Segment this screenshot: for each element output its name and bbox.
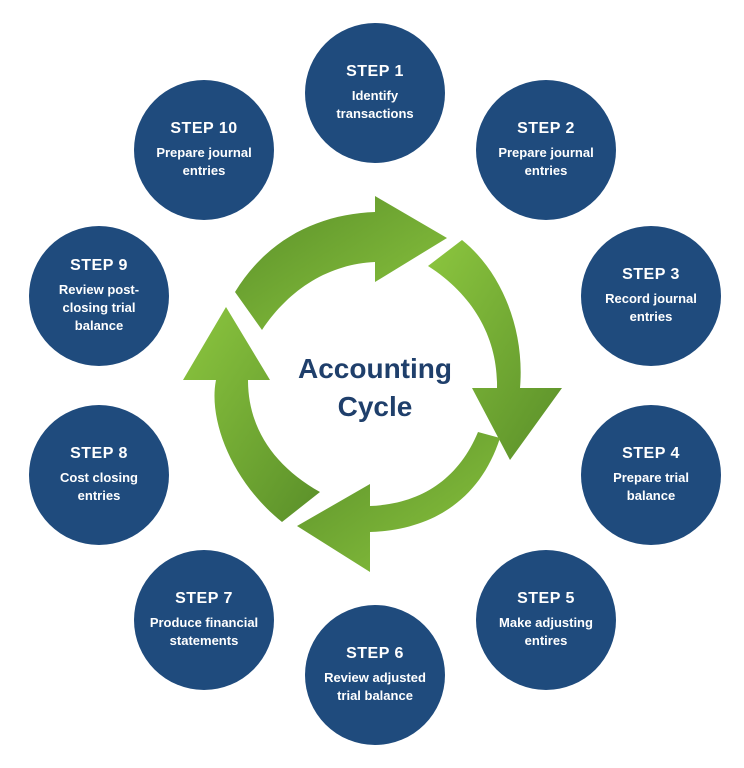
step-7-circle: STEP 7 Produce financial statements: [134, 550, 274, 690]
step-label: STEP 8: [70, 445, 128, 462]
step-label: STEP 3: [622, 266, 680, 283]
arrow-right: [428, 240, 562, 460]
step-4-circle: STEP 4 Prepare trial balance: [581, 405, 721, 545]
step-description: Prepare journal entries: [498, 145, 594, 178]
step-3-circle: STEP 3 Record journal entries: [581, 226, 721, 366]
step-description: Record journal entries: [605, 291, 697, 324]
arrow-top: [235, 196, 447, 330]
step-description: Prepare journal entries: [156, 145, 252, 178]
step-6-circle: STEP 6 Review adjusted trial balance: [305, 605, 445, 745]
step-1-circle: STEP 1 Identify transactions: [305, 23, 445, 163]
step-description: Prepare trial balance: [613, 470, 689, 503]
step-description: Identify transactions: [336, 88, 414, 121]
step-description: Review adjusted trial balance: [324, 670, 426, 703]
step-description: Make adjusting entires: [499, 615, 593, 648]
step-description: Cost closing entries: [59, 470, 138, 503]
step-label: STEP 7: [175, 590, 233, 607]
center-title: Accounting Cycle: [270, 350, 480, 426]
arrow-left: [183, 307, 320, 522]
step-label: STEP 9: [70, 257, 128, 274]
step-2-circle: STEP 2 Prepare journal entries: [476, 80, 616, 220]
step-description: Produce financial statements: [149, 615, 259, 648]
arrow-bottom: [297, 432, 500, 572]
step-label: STEP 6: [346, 645, 404, 662]
step-label: STEP 2: [517, 120, 575, 137]
center-title-line2: Cycle: [337, 391, 413, 422]
center-title-line1: Accounting: [298, 353, 452, 384]
step-description: Review post-closing trial balance: [58, 282, 140, 333]
step-8-circle: STEP 8 Cost closing entries: [29, 405, 169, 545]
step-9-circle: STEP 9 Review post-closing trial balance: [29, 226, 169, 366]
step-5-circle: STEP 5 Make adjusting entires: [476, 550, 616, 690]
step-label: STEP 1: [346, 63, 404, 80]
step-label: STEP 10: [170, 120, 238, 137]
step-10-circle: STEP 10 Prepare journal entries: [134, 80, 274, 220]
step-label: STEP 5: [517, 590, 575, 607]
step-label: STEP 4: [622, 445, 680, 462]
